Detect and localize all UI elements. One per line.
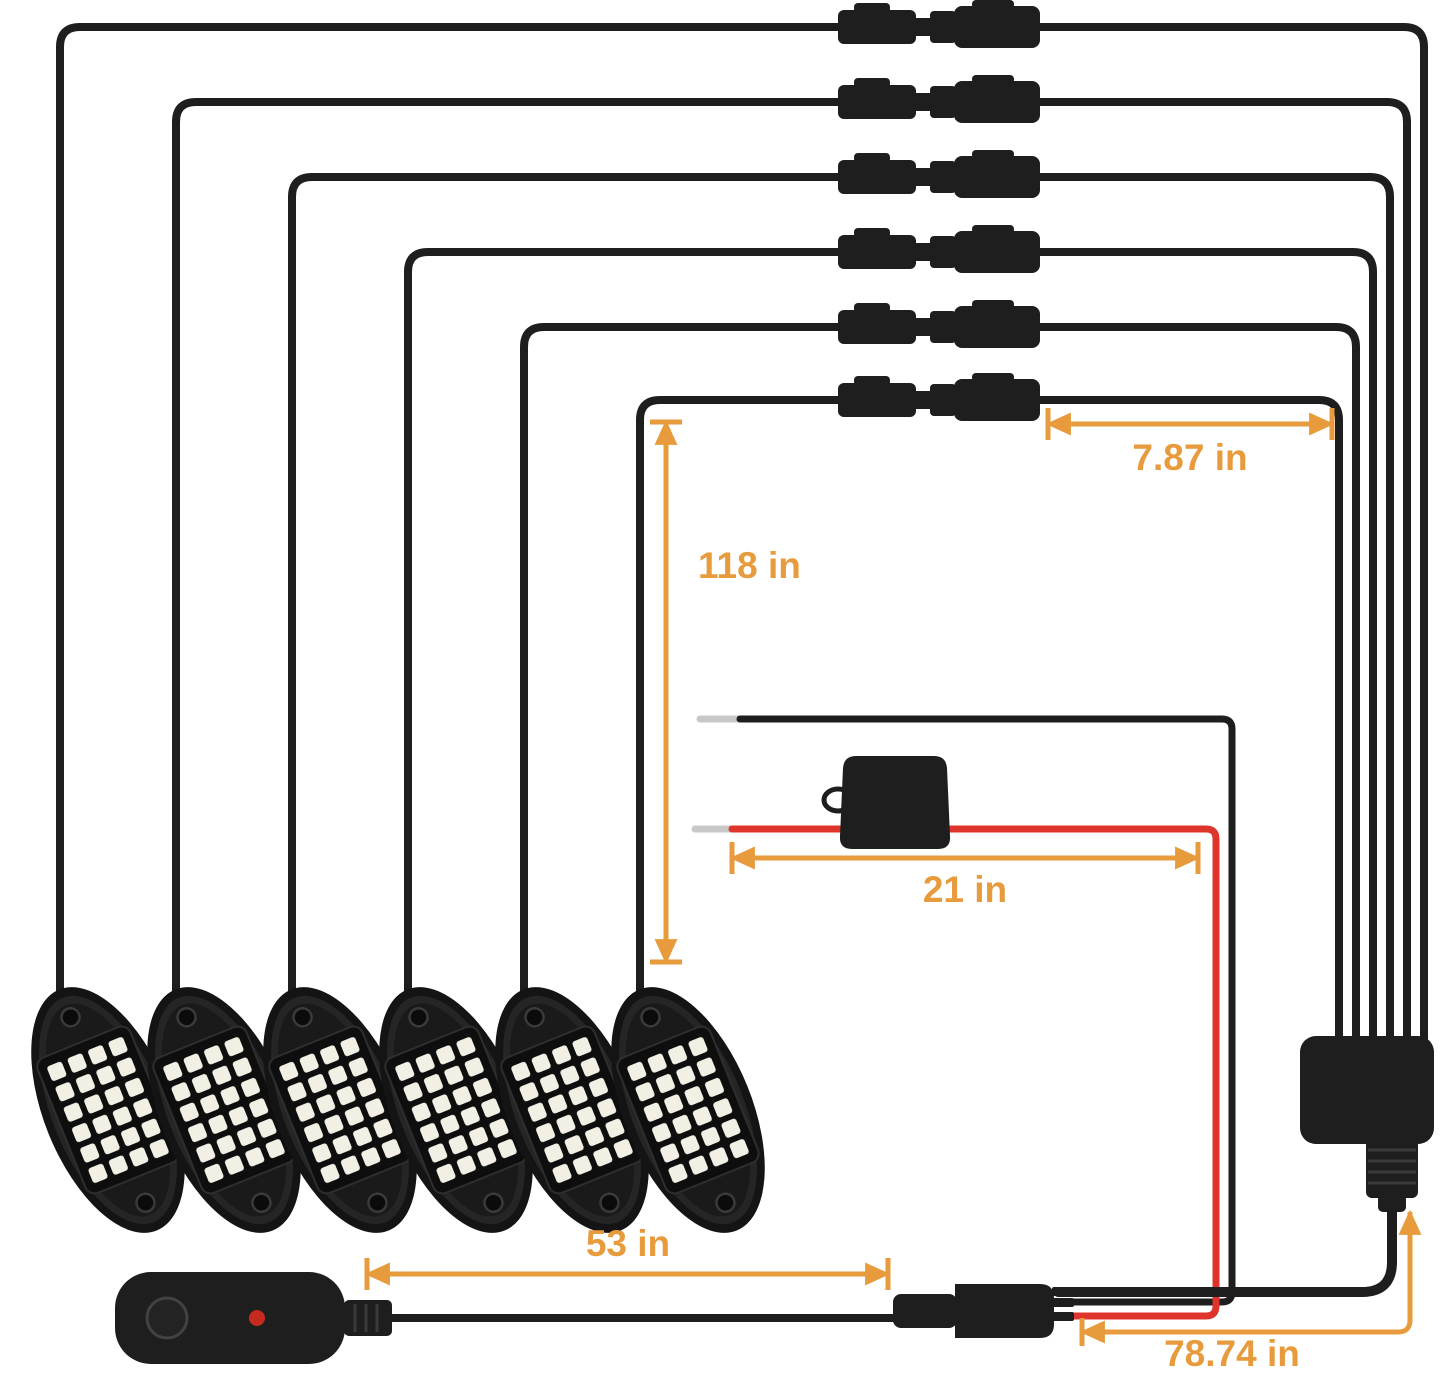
y-adapter-prong-1: [1052, 1287, 1074, 1296]
connector-pairs: 2-pin quick connect plug pair: [838, 0, 1040, 421]
connector-pair-3: [838, 150, 1040, 198]
dim-label-main-harness: 78.74 in: [1164, 1333, 1300, 1374]
pod-cable-3: [288, 173, 842, 996]
dimension-connector-pigtail: 7.87 in: [1045, 408, 1335, 478]
pigtail-cable-1: [1034, 23, 1428, 1064]
pigtail-cables: [1034, 23, 1428, 1064]
fuse-holder-body: [839, 756, 951, 849]
dimension-control-cable: 53 in: [364, 1223, 891, 1290]
y-adapter-plug: [893, 1294, 957, 1328]
pod-cable-2: [172, 98, 842, 996]
pigtail-cable-5: [1034, 323, 1360, 1064]
dim-label-pod-cable: 118 in: [698, 545, 801, 586]
y-adapter: wiring junction connector: [893, 1284, 1074, 1338]
power-button: [145, 1296, 189, 1340]
main-harness-cable: [1053, 1201, 1397, 1297]
y-adapter-body: [955, 1284, 1054, 1338]
pigtail-cable-4: [1034, 248, 1377, 1064]
dimension-pod-cable: 118 in: [650, 419, 801, 965]
led-pods: LED rock light pod: [0, 964, 798, 1256]
connector-pair-2: [838, 75, 1040, 123]
dimension-main-harness: 78.74 in: [1079, 1209, 1422, 1374]
pigtail-cable-6: [1034, 396, 1343, 1064]
control-box-body: [115, 1272, 345, 1364]
pod-cable-6: [636, 396, 842, 996]
fuse-holder: inline fuse holder: [821, 756, 951, 849]
connector-pair-6: [838, 373, 1040, 421]
pod-cable-5: [520, 323, 842, 996]
pod-cable-1: [56, 23, 842, 996]
power-leads: power wires (black and red with fuse): [691, 715, 1236, 1320]
indicator-led: [249, 1310, 265, 1326]
splitter-hub-ribs: [1368, 1148, 1416, 1185]
splitter-hub: 6-way splitter hub: [1053, 1036, 1434, 1297]
dim-label-connector-pigtail: 7.87 in: [1132, 437, 1247, 478]
y-adapter-prong-2: [1052, 1298, 1074, 1307]
splitter-hub-neck: [1366, 1138, 1418, 1198]
dimension-power-lead: 21 in: [729, 842, 1201, 910]
dim-label-power-lead: 21 in: [923, 869, 1007, 910]
dim-label-control-cable: 53 in: [586, 1223, 670, 1264]
pod-cable-4: [404, 248, 842, 996]
pigtail-cable-3: [1034, 173, 1394, 1064]
pod-cables: [56, 23, 842, 996]
connector-pair-4: [838, 225, 1040, 273]
connector-pair-5: [838, 300, 1040, 348]
power-wire-black: [736, 715, 1236, 1306]
pigtail-cable-2: [1034, 98, 1411, 1064]
y-adapter-prong-3: [1052, 1312, 1074, 1321]
control-box-connector: [344, 1300, 392, 1336]
control-box: control box with power button and red in…: [115, 1272, 904, 1364]
splitter-hub-body: [1300, 1036, 1434, 1144]
connector-pair-1: [838, 0, 1040, 48]
